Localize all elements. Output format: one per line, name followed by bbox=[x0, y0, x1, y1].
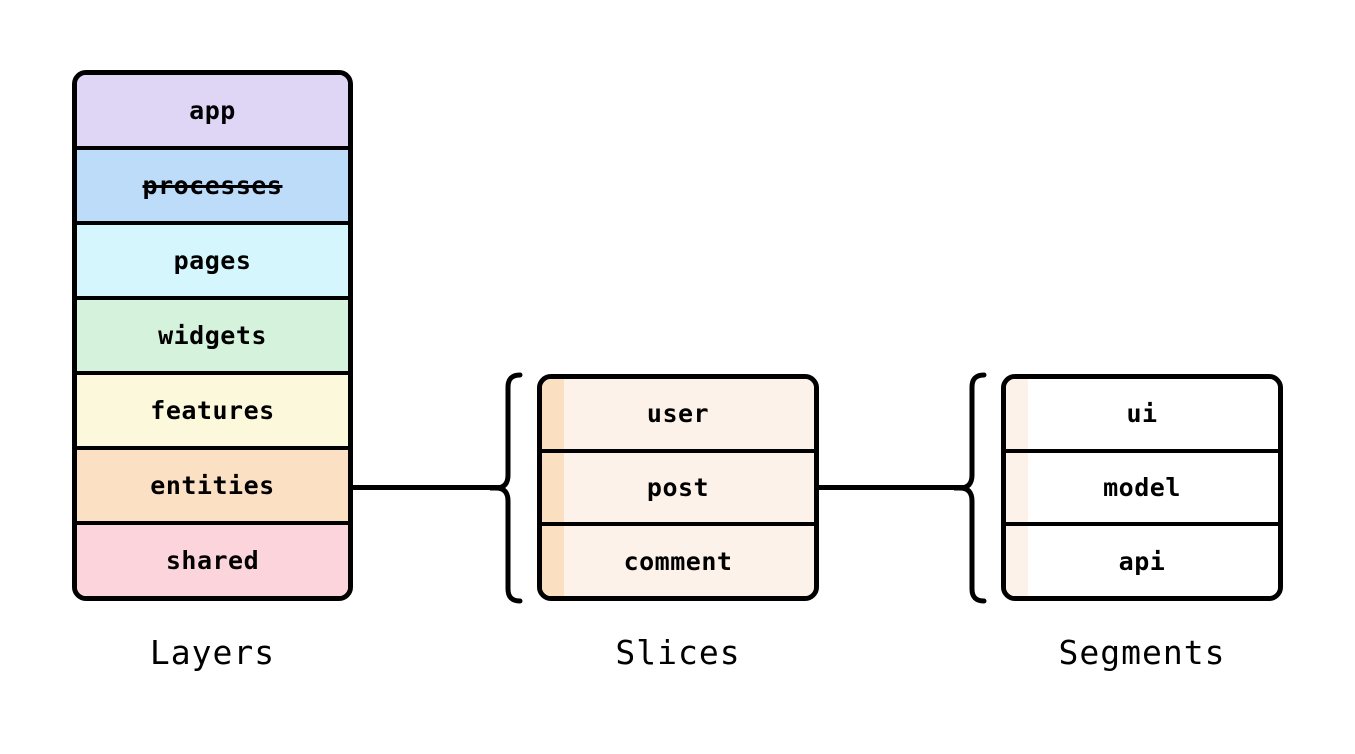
segments-bracket-icon bbox=[954, 372, 987, 604]
layer-label-entities: entities bbox=[150, 471, 275, 500]
slices-bracket-icon bbox=[490, 372, 523, 604]
connector-slices-to-segments bbox=[818, 485, 968, 490]
connector-layers-to-slices bbox=[352, 485, 502, 490]
layer-label-processes: processes bbox=[142, 171, 283, 200]
segment-row-model[interactable]: model bbox=[1006, 452, 1278, 527]
layer-label-shared: shared bbox=[165, 546, 260, 575]
caption-slices: Slices bbox=[615, 633, 741, 672]
segment-label-ui: ui bbox=[1126, 399, 1158, 429]
slice-label-post: post bbox=[646, 473, 710, 502]
slice-label-comment: comment bbox=[623, 546, 733, 576]
row-stripe bbox=[1006, 526, 1028, 596]
segment-label-api: api bbox=[1118, 546, 1166, 576]
row-stripe bbox=[1006, 452, 1028, 523]
caption-segments: Segments bbox=[1058, 633, 1226, 672]
layer-row-entities[interactable]: entities bbox=[77, 450, 348, 525]
layer-row-app[interactable]: app bbox=[77, 75, 348, 150]
slice-row-comment[interactable]: comment bbox=[542, 526, 814, 596]
layer-label-app: app bbox=[189, 96, 236, 125]
layers-group: app processes pages widgets features ent… bbox=[72, 70, 353, 601]
layer-row-pages[interactable]: pages bbox=[77, 225, 348, 300]
row-stripe bbox=[542, 452, 564, 523]
caption-layers: Layers bbox=[149, 633, 276, 672]
layer-label-widgets: widgets bbox=[158, 321, 267, 350]
layer-row-processes[interactable]: processes bbox=[77, 150, 348, 225]
slices-group: user post comment bbox=[537, 374, 819, 601]
layer-row-features[interactable]: features bbox=[77, 375, 348, 450]
layer-label-features: features bbox=[150, 396, 275, 425]
segment-row-ui[interactable]: ui bbox=[1006, 379, 1278, 453]
slice-row-user[interactable]: user bbox=[542, 379, 814, 453]
slice-row-post[interactable]: post bbox=[542, 452, 814, 527]
layer-row-widgets[interactable]: widgets bbox=[77, 300, 348, 375]
row-stripe bbox=[542, 526, 564, 596]
layer-label-pages: pages bbox=[173, 246, 252, 275]
slice-label-user: user bbox=[646, 399, 710, 429]
row-stripe bbox=[1006, 379, 1028, 449]
segments-group: ui model api bbox=[1001, 374, 1283, 601]
segment-label-model: model bbox=[1103, 473, 1181, 502]
layer-row-shared[interactable]: shared bbox=[77, 525, 348, 596]
segment-row-api[interactable]: api bbox=[1006, 526, 1278, 596]
row-stripe bbox=[542, 379, 564, 449]
